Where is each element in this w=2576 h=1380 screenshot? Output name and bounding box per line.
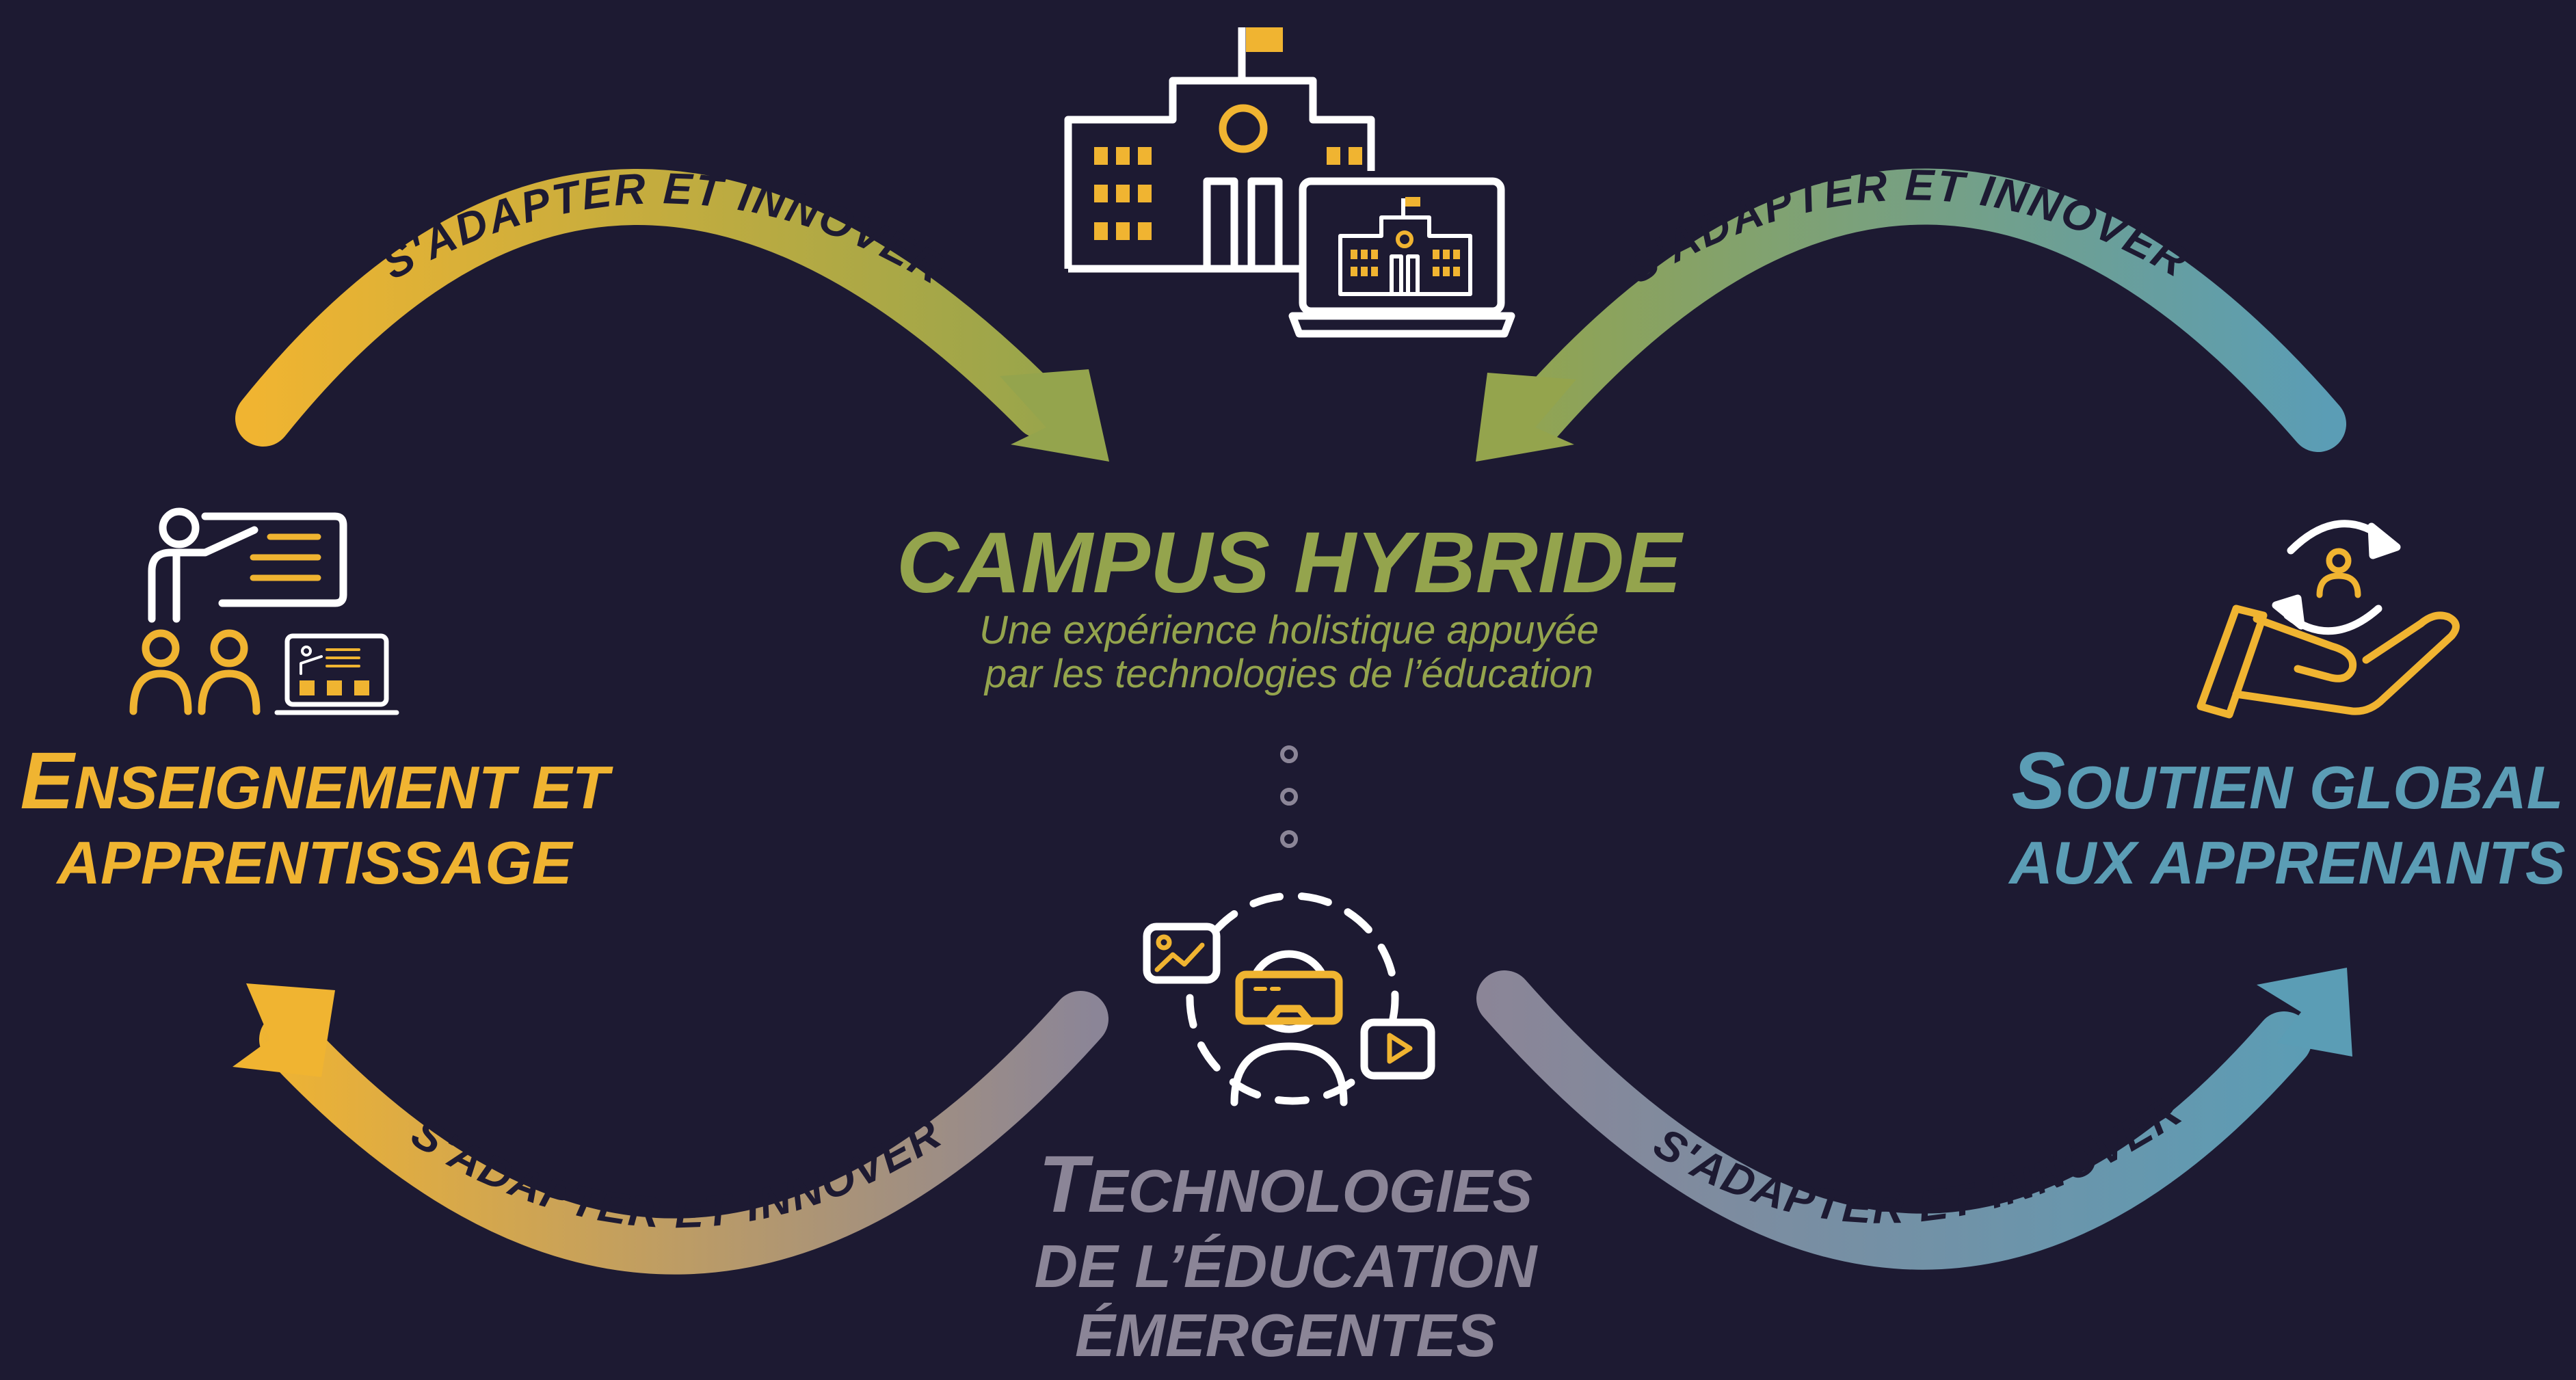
hand-holding-person-cycle-icon [2196, 520, 2460, 719]
arc-bottom-right-band [1476, 970, 2312, 1270]
node-title-soutien-line1: Soutien global [2011, 736, 2564, 826]
center-title: CAMPUS HYBRIDE [896, 514, 1682, 611]
center-subtitle-line1: Une expérience holistique appuyée [979, 608, 1599, 652]
arc-bottom-left-arrowhead [233, 983, 335, 1077]
arc-bottom-left: S'ADAPTER ET INNOVER [233, 983, 1108, 1275]
node-title-soutien: Soutien global aux apprenants [2004, 735, 2571, 897]
node-title-enseignement-line1: Enseignement et [20, 736, 609, 826]
vr-headset-person-media-icon [1143, 892, 1435, 1106]
node-title-soutien-line2: aux apprenants [2009, 828, 2566, 897]
campus-building-laptop-icon [1064, 27, 1515, 338]
arc-top-left-band [235, 169, 1069, 447]
center-dot-connector [1280, 745, 1298, 848]
node-title-enseignement: Enseignement et apprentissage [14, 735, 615, 897]
arc-bottom-right-arrowhead [2257, 968, 2352, 1057]
arc-top-right: S'ADAPTER ET INNOVER [1476, 160, 2346, 462]
node-title-technologies-line3: émergentes [1074, 1301, 1497, 1369]
arc-top-left-arrowhead [1000, 369, 1109, 462]
node-title-technologies-line1: Technologies [1038, 1139, 1533, 1230]
node-title-technologies-line2: de l’éducation [1034, 1232, 1537, 1300]
center-subtitle-line2: par les technologies de l’éducation [985, 652, 1593, 696]
center-subtitle: Une expérience holistique appuyée par le… [875, 609, 1703, 696]
teacher-presentation-students-icon [129, 507, 399, 715]
arc-bottom-right: S'ADAPTER ET INNOVER [1476, 968, 2352, 1270]
node-title-enseignement-line2: apprentissage [57, 828, 572, 897]
arc-top-right-band [1509, 168, 2346, 452]
arc-bottom-left-band [259, 991, 1108, 1275]
node-title-technologies: Technologies de l’éducation émergentes [971, 1139, 1600, 1370]
arc-top-right-arrowhead [1476, 373, 1576, 462]
arc-top-left: S'ADAPTER ET INNOVER [235, 163, 1109, 462]
